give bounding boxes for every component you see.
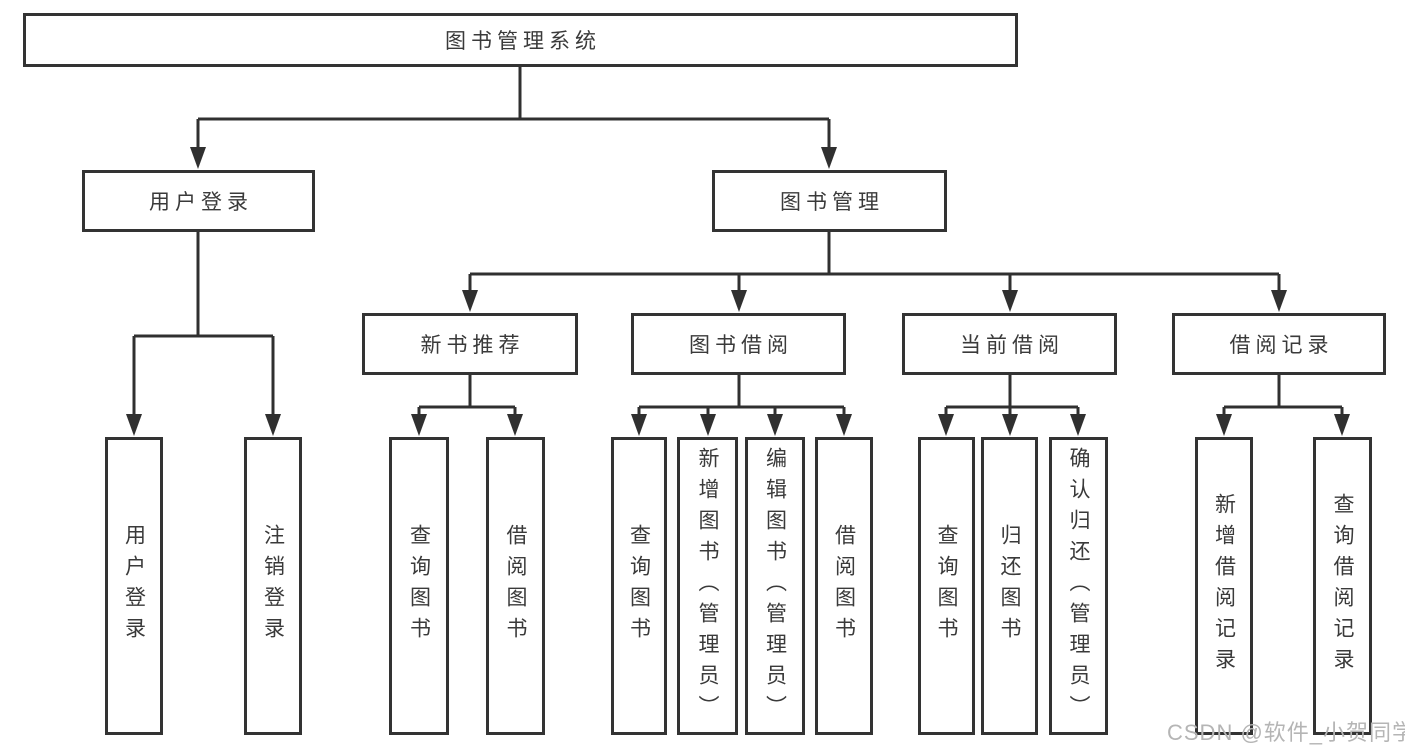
node-label: 图书借阅 bbox=[689, 334, 793, 357]
node-label: 查询图书 bbox=[407, 524, 431, 648]
node-label: 新增借阅记录 bbox=[1212, 493, 1236, 679]
node-label: 编辑图书（管理员） bbox=[763, 446, 787, 726]
leaf-current-query-books: 查询图书 bbox=[918, 437, 975, 735]
node-borrowing-records: 借阅记录 bbox=[1172, 313, 1386, 375]
leaf-borrowing-edit-books-admin: 编辑图书（管理员） bbox=[745, 437, 805, 735]
leaf-borrowing-query-books: 查询图书 bbox=[611, 437, 667, 735]
node-label: 注销登录 bbox=[261, 524, 285, 648]
leaf-user-login: 用户登录 bbox=[105, 437, 163, 735]
node-label: 新书推荐 bbox=[420, 334, 525, 357]
node-label: 借阅图书 bbox=[832, 524, 856, 648]
leaf-recommend-query-books: 查询图书 bbox=[389, 437, 449, 735]
leaf-current-return-books: 归还图书 bbox=[981, 437, 1038, 735]
node-label: 用户登录 bbox=[149, 191, 253, 214]
node-label: 当前借阅 bbox=[960, 334, 1064, 357]
node-root-system: 图书管理系统 bbox=[23, 13, 1018, 67]
node-new-book-recommend: 新书推荐 bbox=[362, 313, 578, 375]
node-label: 确认归还（管理员） bbox=[1067, 446, 1090, 726]
leaf-current-confirm-return-admin: 确认归还（管理员） bbox=[1049, 437, 1108, 735]
leaf-records-add-record: 新增借阅记录 bbox=[1195, 437, 1253, 735]
node-label: 新增图书（管理员） bbox=[696, 446, 719, 726]
node-label: 借阅图书 bbox=[504, 524, 527, 648]
node-label: 图书管理系统 bbox=[445, 30, 601, 53]
node-label: 查询图书 bbox=[935, 524, 958, 648]
node-book-management: 图书管理 bbox=[712, 170, 947, 232]
leaf-borrowing-borrow-books: 借阅图书 bbox=[815, 437, 873, 735]
node-label: 图书管理 bbox=[780, 191, 884, 214]
node-label: 借阅记录 bbox=[1229, 334, 1334, 357]
arrowheads bbox=[126, 147, 1350, 436]
leaf-logout: 注销登录 bbox=[244, 437, 302, 735]
node-user-login: 用户登录 bbox=[82, 170, 315, 232]
node-label: 查询借阅记录 bbox=[1331, 493, 1354, 679]
node-label: 查询图书 bbox=[627, 524, 651, 648]
csdn-watermark: CSDN @软件_小贺同学 bbox=[1167, 720, 1405, 745]
leaf-borrowing-add-books-admin: 新增图书（管理员） bbox=[677, 437, 738, 735]
node-book-borrowing: 图书借阅 bbox=[631, 313, 846, 375]
connector-paths bbox=[132, 67, 1344, 420]
leaf-recommend-borrow-books: 借阅图书 bbox=[486, 437, 545, 735]
leaf-records-query-record: 查询借阅记录 bbox=[1313, 437, 1372, 735]
node-label: 归还图书 bbox=[998, 524, 1021, 648]
node-current-borrowing: 当前借阅 bbox=[902, 313, 1117, 375]
node-label: 用户登录 bbox=[122, 524, 146, 648]
